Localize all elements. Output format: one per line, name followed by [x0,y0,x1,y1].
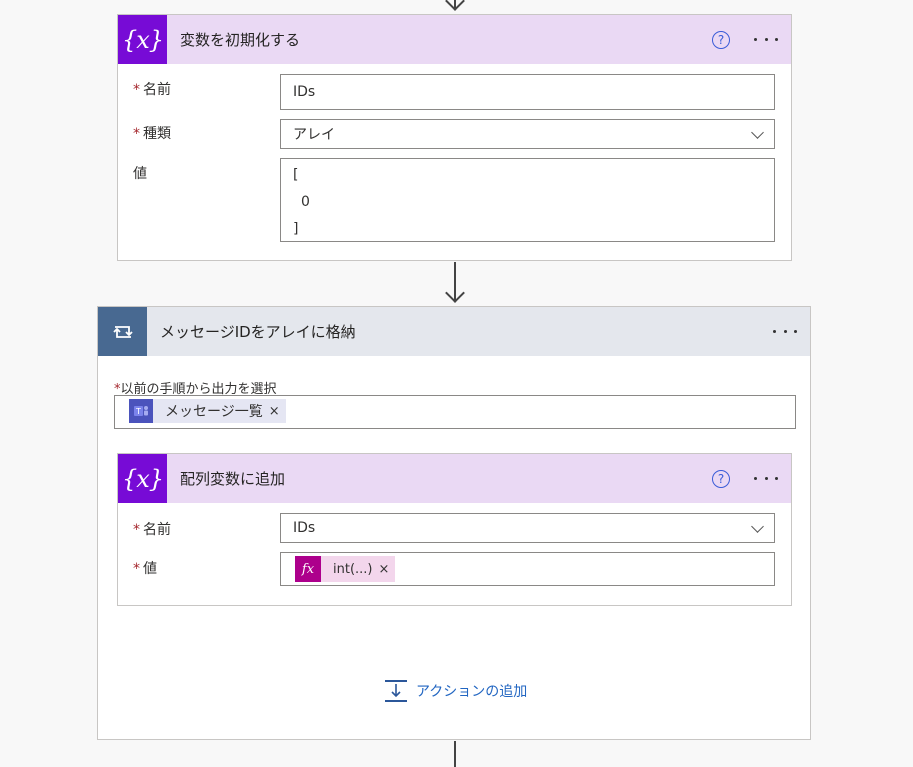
expression-token-label: int(...) [333,561,373,577]
value-line-close: ] [293,221,299,237]
value-label: 値 [133,166,147,182]
append-variable-title: 配列変数に追加 [180,470,286,488]
type-dropdown-value: アレイ [293,127,335,143]
close-icon[interactable]: × [378,561,390,577]
name-input-value: IDs [293,84,316,100]
value-line-item: 0 [301,194,310,210]
middle-connector-line [454,262,456,302]
variable-icon: {x} [118,15,167,64]
value-line-open: [ [293,167,299,183]
name-label: *名前 [133,82,171,98]
append-name-label: *名前 [133,522,171,538]
teams-icon: T [129,399,153,423]
middle-connector-arrow [445,283,465,303]
top-connector-arrow [445,0,465,11]
top-connector-line [454,0,456,10]
init-variable-title: 変数を初期化する [180,31,301,49]
add-action-button[interactable]: アクションの追加 [384,680,527,702]
chevron-down-icon [751,520,764,533]
fx-icon: fx [295,556,321,582]
add-action-icon [385,680,407,702]
loop-card: メッセージIDをアレイに格納 *以前の手順から出力を選択 T メッセージ一覧 ×… [97,306,811,740]
add-action-label: アクションの追加 [416,684,528,700]
variable-icon: {x} [118,454,167,503]
loop-title: メッセージIDをアレイに格納 [160,323,356,341]
select-output-label: *以前の手順から出力を選択 [114,382,277,397]
svg-text:T: T [135,407,141,416]
loop-icon [98,307,147,356]
append-variable-header[interactable]: {x} 配列変数に追加 ? [118,454,791,503]
append-name-value: IDs [293,520,316,536]
type-dropdown[interactable]: アレイ [280,119,775,149]
more-options-icon[interactable] [754,477,778,480]
required-mark: * [133,522,140,538]
messages-token-label: メッセージ一覧 [165,404,263,420]
more-options-icon[interactable] [754,38,778,41]
append-value-label: *値 [133,561,157,577]
required-mark: * [133,82,140,98]
help-icon[interactable]: ? [712,30,730,49]
required-mark: * [133,561,140,577]
messages-token[interactable]: T メッセージ一覧 × [129,399,286,423]
expression-token[interactable]: fx int(...) × [295,556,396,582]
type-label: *種類 [133,126,171,142]
help-icon[interactable]: ? [712,469,730,488]
close-icon[interactable]: × [268,403,280,419]
value-textarea[interactable]: [ 0 ] [280,158,775,242]
required-mark: * [114,382,121,397]
append-variable-card: {x} 配列変数に追加 ? *名前 IDs *値 fx int(...) × [117,453,792,606]
more-options-icon[interactable] [773,330,797,333]
init-variable-card: {x} 変数を初期化する ? *名前 IDs *種類 アレイ 値 [ 0 ] [117,14,792,261]
name-input[interactable]: IDs [280,74,775,110]
init-variable-header[interactable]: {x} 変数を初期化する ? [118,15,791,64]
loop-header[interactable]: メッセージIDをアレイに格納 [98,307,810,356]
bottom-connector-line [454,741,456,767]
append-name-dropdown[interactable]: IDs [280,513,775,543]
required-mark: * [133,126,140,142]
chevron-down-icon [751,126,764,139]
